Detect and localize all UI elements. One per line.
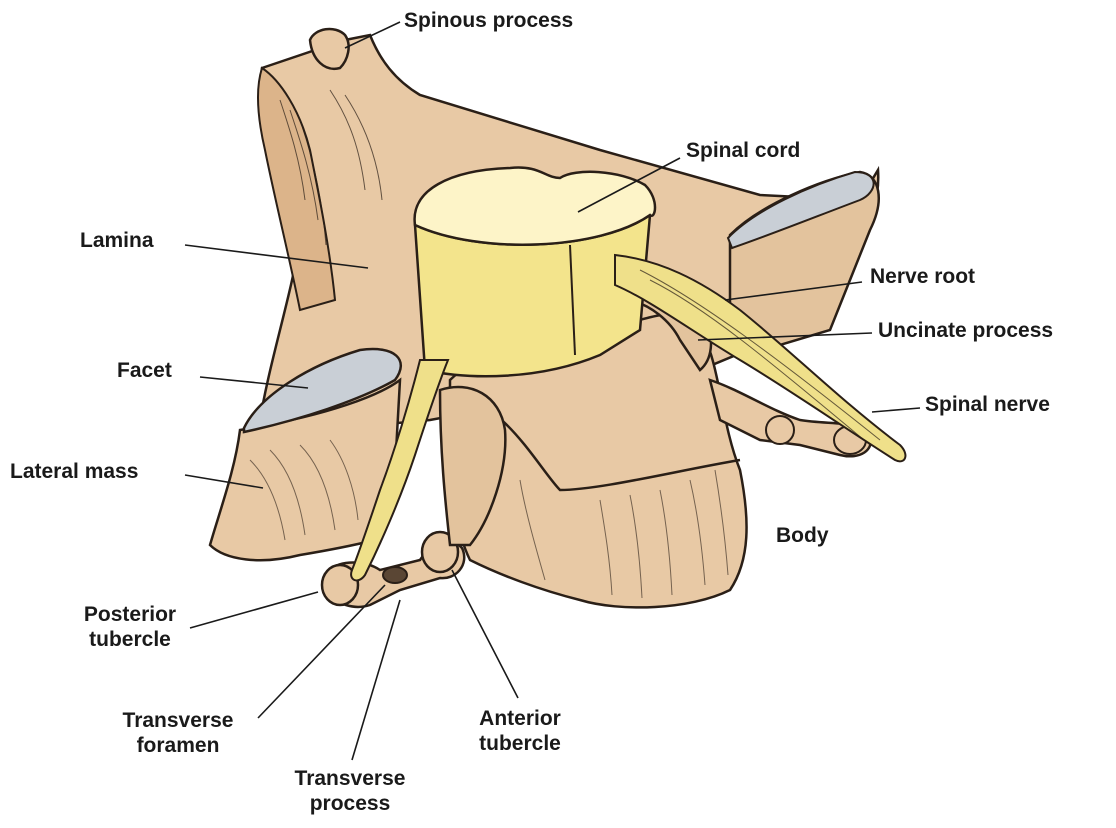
- label-spinal-nerve: Spinal nerve: [925, 392, 1050, 417]
- label-facet: Facet: [117, 358, 172, 383]
- leader-transverse-process: [352, 600, 400, 760]
- label-spinal-cord: Spinal cord: [686, 138, 800, 163]
- label-lateral-mass: Lateral mass: [10, 459, 138, 484]
- label-posterior-tubercle-line2: tubercle: [30, 627, 230, 652]
- right-posterior-tubercle: [766, 416, 794, 444]
- label-anterior-tubercle: Anterior tubercle: [420, 706, 620, 756]
- label-posterior-tubercle: Posterior tubercle: [30, 602, 230, 652]
- label-anterior-tubercle-line1: Anterior: [420, 706, 620, 731]
- label-transverse-foramen: Transverse foramen: [78, 708, 278, 758]
- transverse-foramen-shape: [383, 567, 407, 583]
- label-uncinate-process: Uncinate process: [878, 318, 1053, 343]
- label-transverse-process-line2: process: [250, 791, 450, 816]
- label-spinous-process: Spinous process: [404, 8, 573, 33]
- label-nerve-root: Nerve root: [870, 264, 975, 289]
- leader-transverse-foramen: [258, 585, 385, 718]
- leader-spinal-nerve: [872, 408, 920, 412]
- leader-anterior-tubercle: [452, 570, 518, 698]
- label-transverse-foramen-line2: foramen: [78, 733, 278, 758]
- label-body: Body: [776, 523, 829, 548]
- label-transverse-foramen-line1: Transverse: [78, 708, 278, 733]
- label-transverse-process: Transverse process: [250, 766, 450, 816]
- label-anterior-tubercle-line2: tubercle: [420, 731, 620, 756]
- label-lamina: Lamina: [80, 228, 154, 253]
- label-transverse-process-line1: Transverse: [250, 766, 450, 791]
- label-posterior-tubercle-line1: Posterior: [30, 602, 230, 627]
